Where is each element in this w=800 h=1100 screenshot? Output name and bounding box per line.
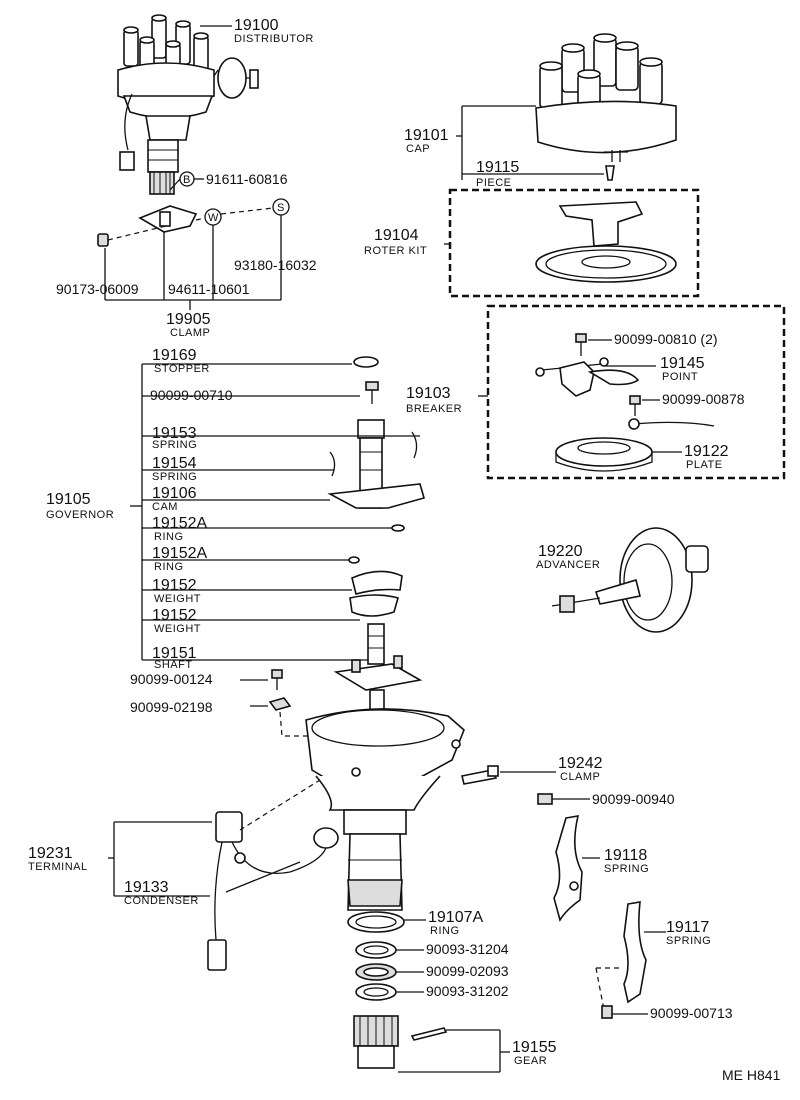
screw-710-part-number: 90099-00710 — [150, 387, 233, 403]
screw-878-part-number: 90099-00878 — [662, 391, 745, 407]
screw-810-part-number: 90099-00810 (2) — [614, 331, 718, 347]
condenser-name: CONDENSER — [124, 895, 199, 907]
point-part-number: 19145 — [660, 355, 705, 372]
spring-1-part-number: 19153 — [152, 425, 197, 442]
clamp-19242-part-number: 19242 — [558, 755, 603, 772]
spring-19117-part-number: 19117 — [666, 919, 709, 936]
point-name: POINT — [662, 371, 698, 383]
cap-part-number: 19101 — [404, 127, 449, 144]
ring-2-name: RING — [154, 561, 184, 573]
breaker-name: BREAKER — [406, 403, 462, 415]
cap-drawing — [535, 33, 677, 181]
washer-31204-part-number: 90093-31204 — [426, 941, 509, 957]
rotor-kit-name: ROTER KIT — [364, 245, 427, 257]
stopper-part-number: 19169 — [152, 347, 197, 364]
oring-19107a-name: RING — [430, 925, 460, 937]
terminal-part-number: 19231 — [28, 845, 73, 862]
distributor-part-number: 19100 — [234, 17, 279, 34]
symbol-w: W — [208, 212, 219, 224]
gear-part-number: 19155 — [512, 1039, 557, 1056]
spring-2-part-number: 19154 — [152, 455, 197, 472]
piece-part-number: 19115 — [476, 159, 519, 176]
weight-1-part-number: 19152 — [152, 577, 197, 594]
washer-31202-part-number: 90093-31202 — [426, 983, 509, 999]
oring-19107a-part-number: 19107A — [428, 909, 483, 926]
cam-part-number: 19106 — [152, 485, 197, 502]
breaker-part-number: 19103 — [406, 385, 451, 402]
clamp-screw-part-number: 93180-16032 — [234, 257, 317, 273]
plate-name: PLATE — [686, 459, 723, 471]
stopper-name: STOPPER — [154, 363, 210, 375]
advancer-drawing — [551, 527, 709, 633]
clamp-nut-part-number: 90173-06009 — [56, 281, 139, 297]
spring-1-name: SPRING — [152, 439, 197, 451]
rotor-kit-part-number: 19104 — [374, 227, 419, 244]
governor-cam-drawing — [327, 419, 425, 509]
shaft-part-number: 19151 — [152, 645, 197, 662]
clamp-name: CLAMP — [170, 327, 210, 339]
condenser-part-number: 19133 — [124, 879, 169, 896]
spring-19118-name: SPRING — [604, 863, 649, 875]
screw-713-part-number: 90099-00713 — [650, 1005, 733, 1021]
screw-940-part-number: 90099-00940 — [592, 791, 675, 807]
terminal-name: TERMINAL — [28, 861, 88, 873]
clamp-part-number: 19905 — [166, 311, 211, 328]
weight-2-part-number: 19152 — [152, 607, 197, 624]
distributor-name: DISTRIBUTOR — [234, 33, 314, 45]
rotor-kit-drawing — [535, 201, 677, 283]
piece-name: PIECE — [476, 177, 512, 189]
figure-code: ME H841 — [722, 1067, 781, 1083]
ring-2-part-number: 19152A — [152, 545, 207, 562]
advancer-name: ADVANCER — [536, 559, 600, 571]
terminal-condenser-drawing — [207, 811, 339, 971]
symbol-b: B — [183, 174, 191, 186]
gear-name: GEAR — [514, 1055, 547, 1067]
advancer-part-number: 19220 — [538, 543, 583, 560]
cam-name: CAM — [152, 501, 178, 513]
ring-1-part-number: 19152A — [152, 515, 207, 532]
plate-part-number: 19122 — [684, 443, 729, 460]
housing-drawing — [305, 689, 465, 911]
bolt-part-number: 91611-60816 — [206, 171, 288, 187]
distributor-assembly-drawing — [117, 14, 259, 233]
cap-name: CAP — [406, 143, 430, 155]
governor-name: GOVERNOR — [46, 509, 114, 521]
clamp-19242-name: CLAMP — [560, 771, 600, 783]
spring-19118-part-number: 19118 — [604, 847, 647, 864]
washer-2198-part-number: 90099-02198 — [130, 699, 213, 715]
weight-1-name: WEIGHT — [154, 593, 201, 605]
governor-part-number: 19105 — [46, 491, 91, 508]
screw-124-part-number: 90099-00124 — [130, 671, 213, 687]
shaft-drawing — [333, 623, 423, 691]
symbol-s: S — [277, 202, 285, 214]
spring-19117-name: SPRING — [666, 935, 711, 947]
spring-2-name: SPRING — [152, 471, 197, 483]
clamp-washer-part-number: 94611-10601 — [168, 281, 250, 297]
gear-drawing — [353, 1015, 448, 1069]
breaker-drawing — [535, 333, 715, 472]
washer-02093-part-number: 90099-02093 — [426, 963, 509, 979]
shaft-name: SHAFT — [154, 659, 193, 671]
ring-1-name: RING — [154, 531, 184, 543]
weight-2-name: WEIGHT — [154, 623, 201, 635]
